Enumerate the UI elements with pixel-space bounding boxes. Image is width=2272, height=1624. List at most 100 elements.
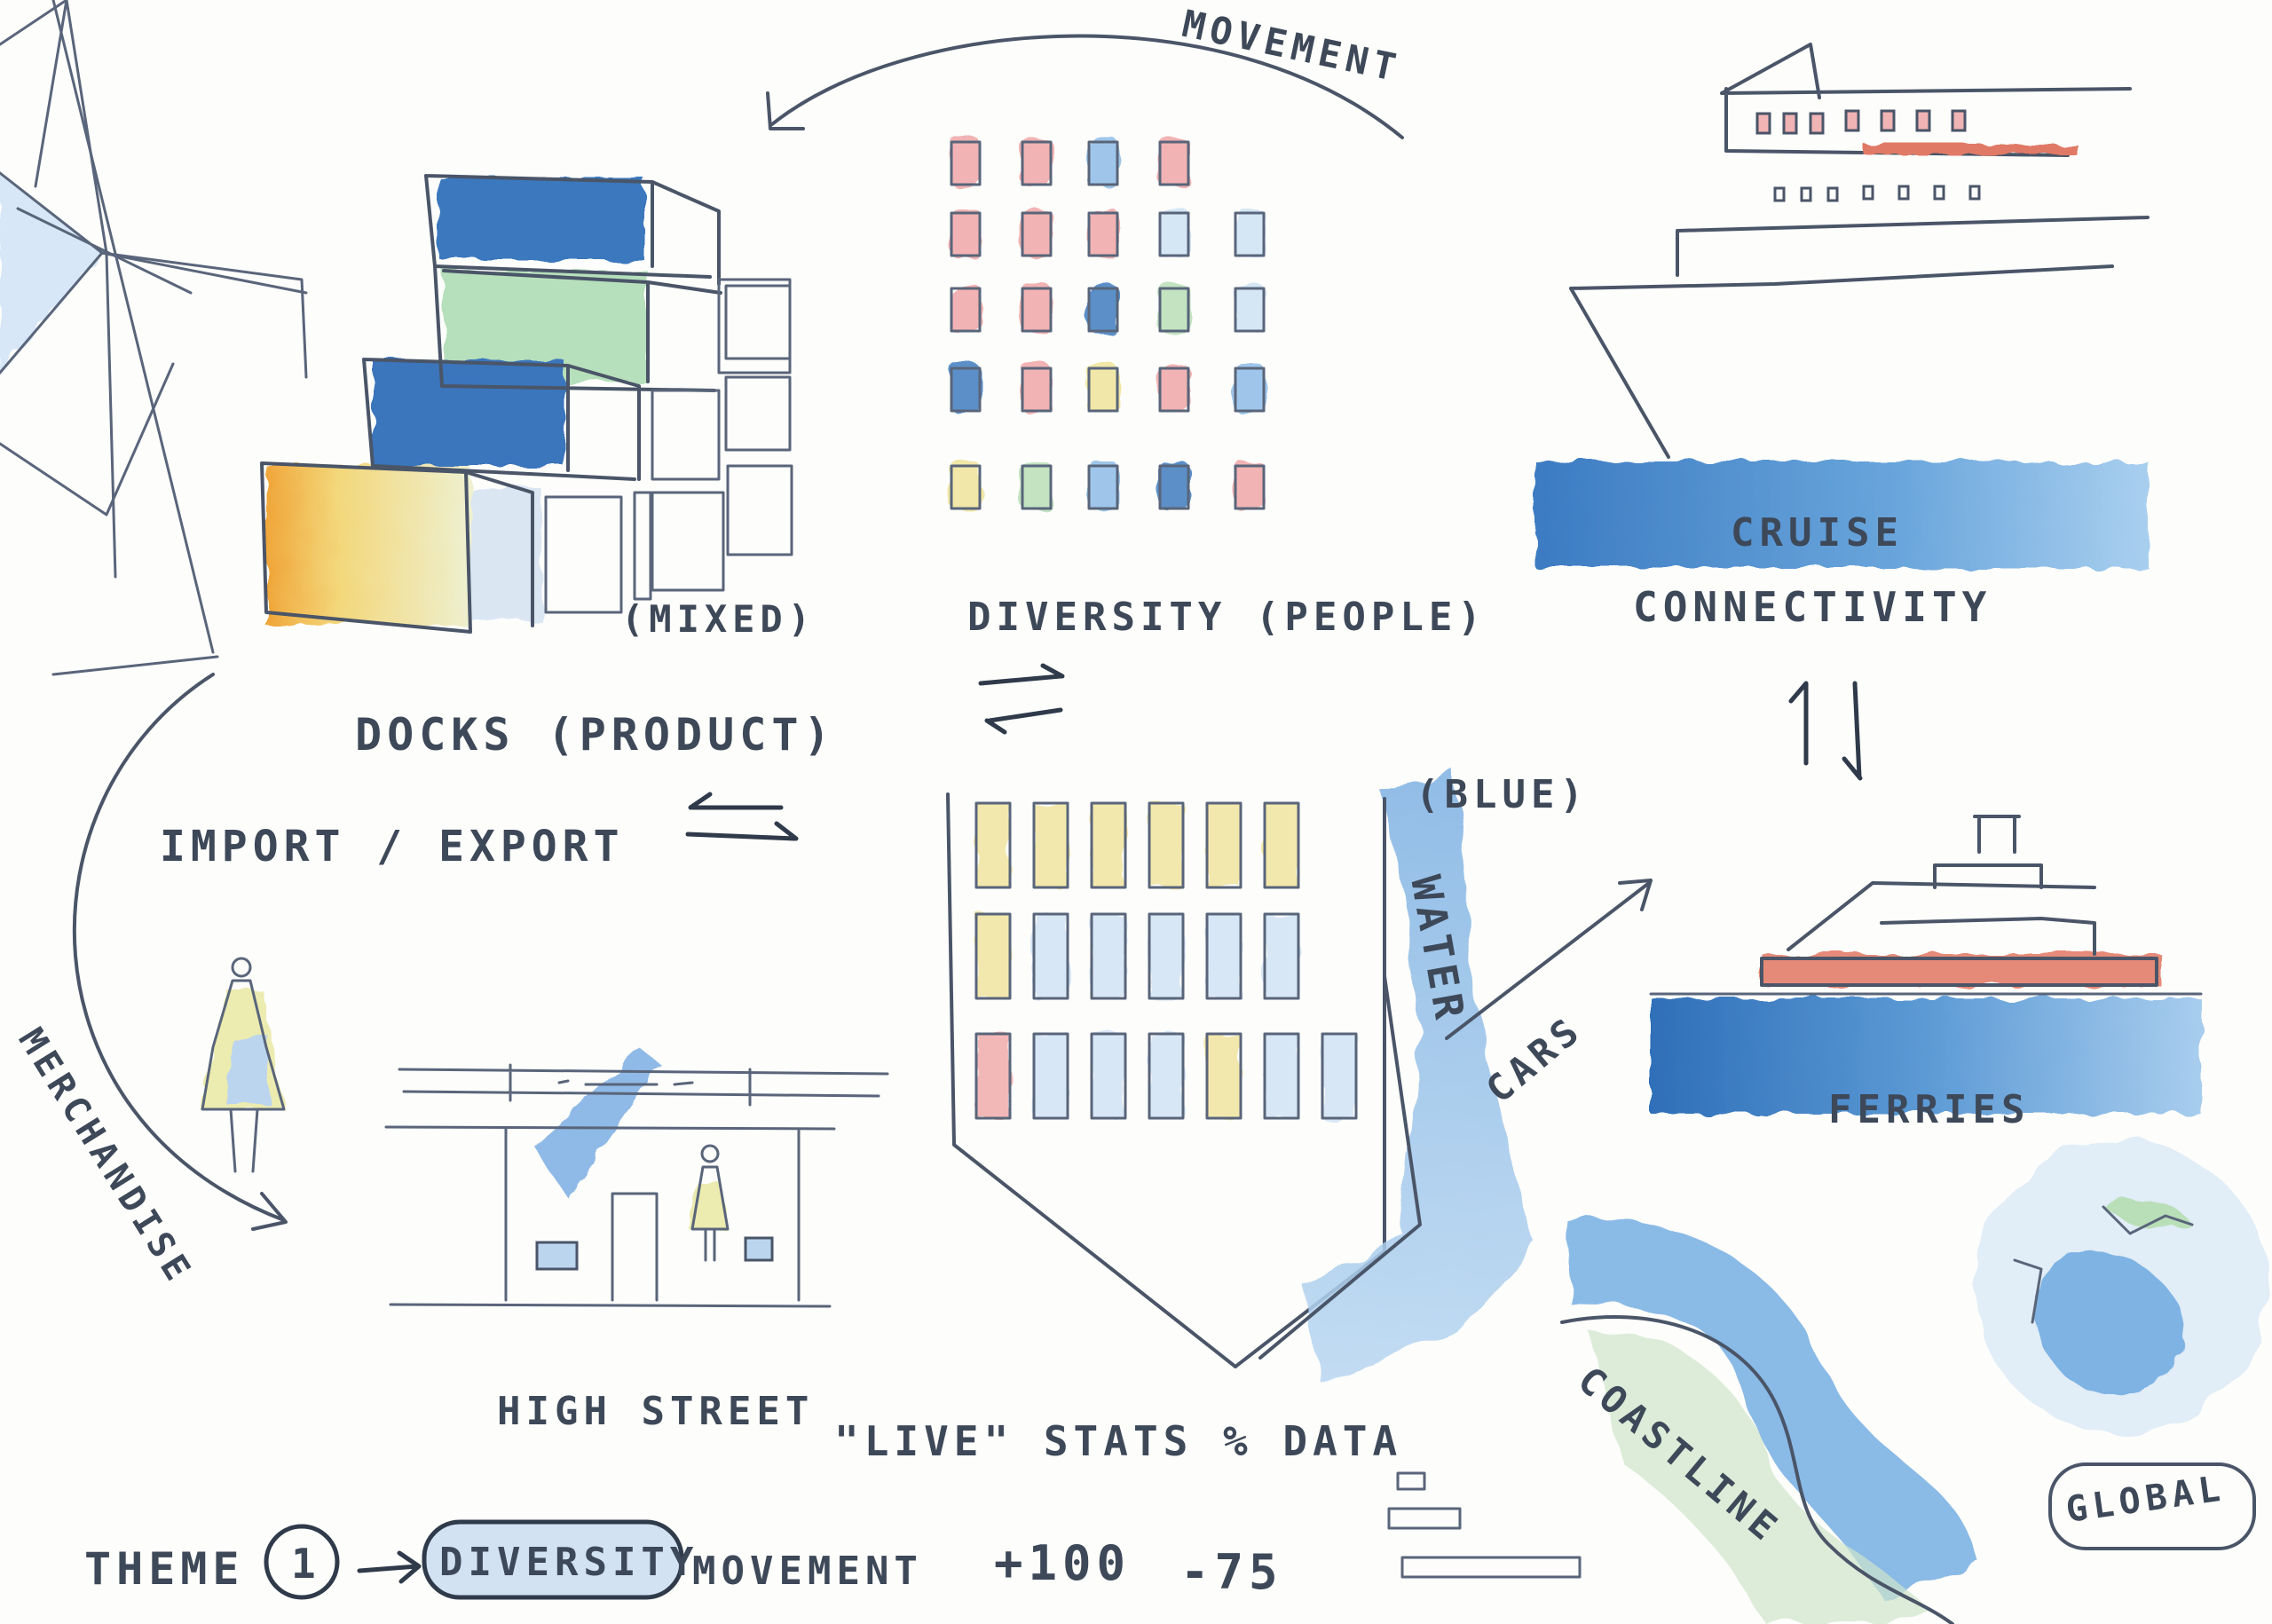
merchandise-arrow: [72, 673, 288, 1231]
people-swatch-outline: [1087, 140, 1119, 186]
people-swatch-outline: [950, 367, 982, 413]
movement-label-top: MOVEMENT: [1179, 2, 1405, 91]
theme-row: THEME 1 DIVERSITY MOVEMENT +100 -75: [84, 1519, 1283, 1600]
theme-number-circle: [264, 1524, 340, 1600]
people-swatch: [1087, 138, 1119, 186]
people-swatch: [1021, 138, 1053, 186]
stats-swatch-outline: [1263, 801, 1300, 889]
people-swatch: [950, 209, 982, 257]
import-export-label: IMPORT / EXPORT: [160, 822, 624, 871]
people-swatch-outline: [1021, 367, 1053, 413]
people-swatch: [1158, 209, 1190, 257]
people-swatch-outline: [1021, 464, 1053, 510]
people-swatch-outline: [950, 287, 982, 333]
diversity-people-label: DIVERSITY (PEOPLE): [967, 595, 1487, 640]
stats-swatch: [976, 803, 1010, 887]
stats-swatch-outline: [974, 801, 1012, 889]
shopper-figure: [200, 957, 286, 1173]
people-swatch: [1087, 364, 1119, 413]
people-swatch: [1158, 364, 1190, 413]
theme-diversity: DIVERSITY: [439, 1540, 698, 1585]
stats-swatch: [1149, 914, 1183, 998]
stats-swatch: [1034, 1034, 1068, 1118]
stats-swatch: [1092, 914, 1125, 998]
people-swatch: [1021, 364, 1053, 413]
stat-plus: +100: [994, 1535, 1131, 1591]
people-swatch: [1234, 461, 1266, 510]
connectivity-arrows: [1788, 681, 1863, 781]
people-swatch: [1021, 209, 1053, 257]
people-swatch: [1158, 461, 1190, 510]
people-swatch-outline: [1021, 140, 1053, 186]
theme-arrow: [357, 1550, 422, 1584]
theme-diversity-pill: [422, 1519, 684, 1600]
people-swatch-outline: [1158, 464, 1190, 510]
globe: [1975, 1140, 2268, 1433]
people-swatch-outline: [1087, 287, 1119, 333]
stats-swatch: [1265, 803, 1298, 887]
people-swatch-outline: [1158, 367, 1190, 413]
high-street-shop: [384, 1047, 889, 1308]
people-swatch: [1158, 284, 1190, 333]
people-swatch-outline: [1021, 287, 1053, 333]
people-swatch: [950, 461, 982, 510]
stats-swatch-outline: [1148, 912, 1185, 1000]
people-swatch: [1087, 209, 1119, 257]
people-swatch: [1158, 138, 1190, 186]
stats-swatch-outline: [1090, 912, 1127, 1000]
stats-swatch-outline: [1263, 1032, 1300, 1120]
live-stats-label: "LIVE" STATS % DATA: [834, 1417, 1402, 1465]
ferry: [1649, 815, 2203, 1114]
people-swatch-outline: [1234, 287, 1266, 333]
people-swatch-outline: [1234, 211, 1266, 257]
high-street-label: HIGH STREET: [497, 1389, 814, 1434]
water-channel: [1258, 772, 1535, 1384]
stats-swatch: [1092, 1034, 1125, 1118]
people-swatch-outline: [1158, 287, 1190, 333]
stats-swatch: [1092, 803, 1125, 887]
people-swatch-outline: [1087, 367, 1119, 413]
stats-swatch-outline: [974, 1032, 1012, 1120]
stats-swatch-outline: [1032, 912, 1069, 1000]
docks-label: DOCKS (PRODUCT): [355, 709, 836, 761]
diversity-people-grid: [950, 138, 1266, 510]
people-swatch: [1234, 284, 1266, 333]
cars-label: CARS: [1478, 1007, 1590, 1112]
stats-swatch: [1207, 803, 1241, 887]
rigging-sketch: [0, 0, 308, 676]
svg-text:GLOBAL: GLOBAL: [2063, 1468, 2228, 1531]
stats-bars-icon: [1387, 1471, 1582, 1579]
stats-swatch: [1322, 1034, 1356, 1118]
people-swatch-outline: [1234, 367, 1266, 413]
people-swatch-outline: [1158, 140, 1190, 186]
people-swatch: [950, 284, 982, 333]
people-swatch-outline: [950, 211, 982, 257]
stats-swatch: [976, 914, 1010, 998]
people-swatch: [950, 138, 982, 186]
import-export-arrows: [685, 792, 799, 841]
people-swatch-outline: [1234, 464, 1266, 510]
exchange-arrows-middle: [978, 663, 1065, 735]
global-badge: GLOBAL: [2048, 1462, 2256, 1550]
stats-swatch-outline: [1090, 1032, 1127, 1120]
stats-swatch-outline: [1148, 1032, 1185, 1120]
coastline-map: [1560, 1216, 1979, 1624]
connectivity-label: CONNECTIVITY: [1633, 583, 1992, 631]
stats-swatch: [976, 1034, 1010, 1118]
live-stats-shield: [946, 792, 1386, 1368]
stats-swatch: [1034, 914, 1068, 998]
stats-swatch-outline: [1148, 801, 1185, 889]
stats-swatch: [1265, 1034, 1298, 1118]
people-swatch-outline: [950, 140, 982, 186]
stat-minus: -75: [1180, 1544, 1283, 1600]
people-swatch: [1021, 284, 1053, 333]
container-stack: (MIXED): [260, 174, 816, 641]
theme-number: 1: [291, 1540, 321, 1588]
ferries-label: FERRIES: [1828, 1087, 2030, 1132]
stats-swatch-outline: [1032, 801, 1069, 889]
stats-swatch-outline: [1205, 801, 1242, 889]
mixed-label: (MIXED): [621, 597, 816, 641]
stats-swatch-outline: [1090, 801, 1127, 889]
people-swatch: [1234, 364, 1266, 413]
